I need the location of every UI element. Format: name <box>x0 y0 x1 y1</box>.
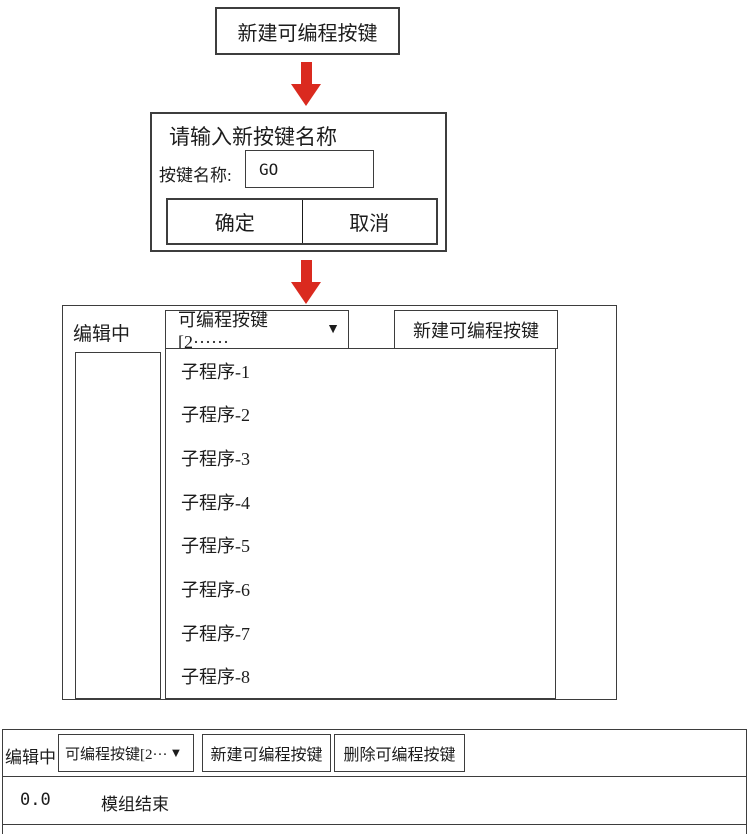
subroutine-option[interactable]: 子程序-5 <box>181 536 250 557</box>
programmable-button-dropdown[interactable]: 可编程按键[2··· ▼ <box>58 734 194 772</box>
chevron-down-icon: ▼ <box>326 321 340 337</box>
ok-button[interactable]: 确定 <box>168 200 303 243</box>
dialog-title: 请输入新按键名称 <box>169 125 337 149</box>
subroutine-dropdown-list: 子程序-1 子程序-2 子程序-3 子程序-4 子程序-5 子程序-6 子程序-7 子程序-8 <box>165 348 556 699</box>
program-line-row: 0.0 模组结束 <box>3 777 746 825</box>
arrow-head <box>291 84 321 106</box>
flow-arrow-down-icon <box>291 260 321 304</box>
arrow-head <box>291 282 321 304</box>
editor-content-area <box>75 352 161 699</box>
editor-toolbar: 编辑中 可编程按键[2··· ▼ 新建可编程按键 删除可编程按键 0.0 模组结… <box>2 729 747 834</box>
toolbar-row: 编辑中 可编程按键[2··· ▼ 新建可编程按键 删除可编程按键 <box>3 730 746 777</box>
subroutine-option[interactable]: 子程序-3 <box>181 449 250 470</box>
dropdown-value: 可编程按键[2······ <box>178 310 268 352</box>
module-end-label: 模组结束 <box>101 795 169 814</box>
new-programmable-button[interactable]: 新建可编程按键 <box>394 310 558 349</box>
flow-arrow-down-icon <box>291 62 321 106</box>
new-programmable-button[interactable]: 新建可编程按键 <box>202 734 331 772</box>
chevron-down-icon: ▼ <box>169 745 183 760</box>
arrow-stem <box>300 62 312 84</box>
button-name-input[interactable]: GO <box>245 150 374 188</box>
programmable-button-dropdown[interactable]: 可编程按键[2······ ▼ <box>165 310 349 352</box>
subroutine-option[interactable]: 子程序-4 <box>181 492 250 513</box>
cancel-button[interactable]: 取消 <box>349 213 390 235</box>
editing-status-label: 编辑中 <box>73 324 131 345</box>
subroutine-option[interactable]: 子程序-7 <box>181 623 250 644</box>
dropdown-value: 可编程按键[2··· <box>65 746 168 763</box>
new-programmable-button[interactable]: 新建可编程按键 <box>215 7 400 55</box>
subroutine-option[interactable]: 子程序-1 <box>181 361 250 382</box>
dialog-button-row: 确定 取消 <box>166 198 438 245</box>
subroutine-option[interactable]: 子程序-6 <box>181 579 250 600</box>
editing-status-label: 编辑中 <box>5 748 56 767</box>
button-name-label: 按键名称: <box>159 166 232 185</box>
subroutine-option[interactable]: 子程序-8 <box>181 667 250 688</box>
arrow-stem <box>300 260 312 282</box>
subroutine-option[interactable]: 子程序-2 <box>181 405 250 426</box>
new-button-name-dialog: 请输入新按键名称 按键名称: GO 确定 取消 <box>150 112 447 252</box>
delete-programmable-button[interactable]: 删除可编程按键 <box>334 734 465 772</box>
empty-row <box>3 825 746 834</box>
line-number: 0.0 <box>20 790 51 810</box>
